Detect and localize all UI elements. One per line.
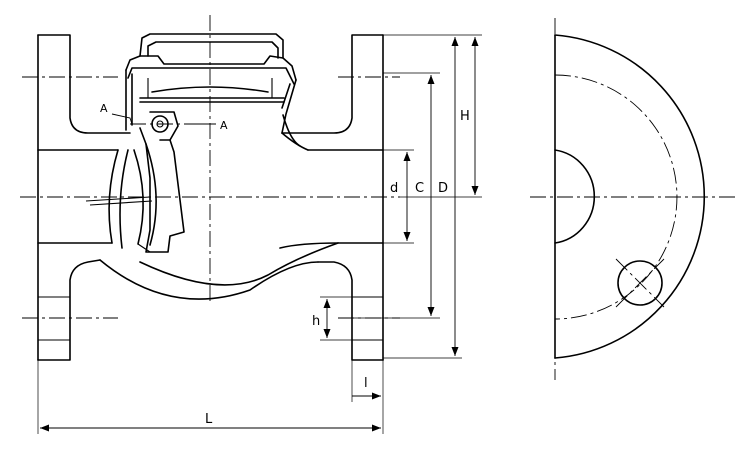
bonnet [125, 33, 297, 134]
section-mark: A A [100, 102, 228, 132]
left-flange [37, 34, 131, 134]
dim-d-label: d [390, 181, 398, 196]
dim-D-label: D [438, 181, 448, 196]
dimensions: d C D H h l L [37, 34, 482, 434]
hinge-pin [151, 115, 169, 133]
valve-body [37, 34, 384, 361]
bolt-circle [554, 74, 678, 320]
dim-C-label: C [415, 181, 424, 196]
dim-H-label: H [460, 109, 470, 124]
bolt-hole [617, 260, 663, 306]
side-view [530, 18, 735, 380]
dim-L-label: L [205, 412, 213, 427]
dim-h-label: h [312, 314, 320, 329]
right-flange [281, 34, 384, 134]
section-label-left: A [100, 102, 108, 115]
centerlines [20, 15, 400, 319]
dim-l-label: l [364, 376, 368, 391]
disc-assembly [85, 111, 185, 253]
section-label-right: A [220, 119, 228, 132]
bore-outline [554, 149, 596, 244]
flange-outline [554, 34, 706, 359]
